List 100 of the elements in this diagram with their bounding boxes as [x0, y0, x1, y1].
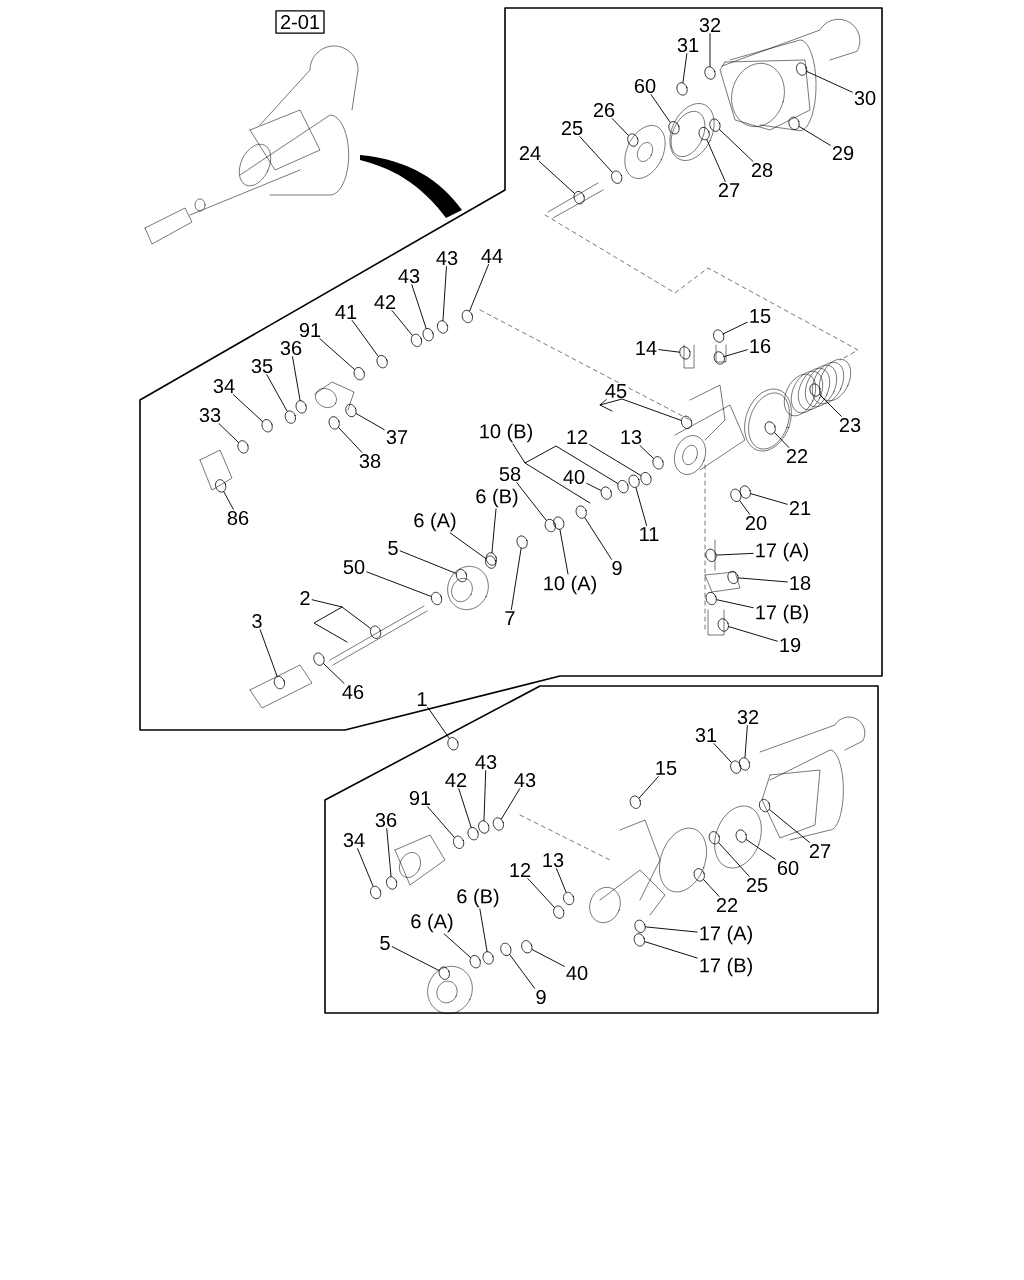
leader-line — [516, 482, 547, 521]
callout-number: 29 — [832, 145, 854, 161]
leader-line — [500, 788, 521, 820]
leader-line — [556, 868, 567, 893]
leader-line — [716, 599, 754, 609]
leader-line — [266, 374, 288, 412]
ring-part — [376, 355, 388, 369]
leader-line — [706, 139, 726, 182]
ring-part — [693, 868, 705, 882]
leader-line — [638, 776, 659, 799]
leader-line — [338, 427, 363, 453]
ring-part — [447, 737, 459, 751]
leader-line — [713, 743, 732, 763]
callout-number: 6 (A) — [414, 512, 456, 532]
leader-line — [611, 118, 629, 136]
callout-number: 21 — [789, 501, 811, 515]
callout-number: 19 — [780, 637, 801, 653]
callout-number: 17 (A) — [700, 925, 752, 945]
leader-line — [491, 508, 497, 554]
ring-part — [713, 329, 725, 343]
ring-part — [284, 410, 296, 424]
ring-part — [617, 480, 629, 494]
leader-line — [584, 517, 612, 560]
callout-number: 42 — [374, 295, 396, 309]
ring-part — [469, 955, 481, 969]
ring-part — [563, 891, 575, 906]
ring-part — [759, 799, 771, 813]
leader-line — [391, 946, 440, 971]
callout-number: 14 — [636, 341, 657, 355]
callout-number: 23 — [839, 417, 861, 433]
leader-line — [798, 126, 831, 146]
ring-part — [809, 383, 821, 397]
callout-number: 30 — [854, 90, 876, 106]
ring-part — [500, 942, 512, 956]
leader-line — [579, 136, 613, 173]
ring-part — [652, 456, 664, 470]
callout-number: 17 (B) — [700, 957, 752, 977]
ring-part — [467, 827, 479, 841]
callout-number: 34 — [343, 832, 365, 848]
callout-number: 35 — [251, 358, 273, 374]
leader-line — [311, 599, 372, 643]
ring-part — [708, 831, 720, 845]
callout-number: 25 — [746, 877, 768, 893]
ring-part — [261, 419, 273, 433]
ring-part — [628, 474, 640, 488]
ring-part — [704, 66, 716, 80]
leader-line — [427, 707, 450, 739]
callout-number: 43 — [514, 772, 536, 788]
callout-number: 42 — [445, 773, 467, 787]
ring-part — [422, 328, 434, 342]
callout-number: 6 (A) — [411, 913, 453, 933]
leader-line — [739, 500, 751, 515]
ring-part — [370, 625, 382, 639]
ring-part — [410, 333, 422, 347]
callout-number: 45 — [605, 384, 627, 398]
leader-line — [218, 423, 239, 443]
callout-number: 86 — [227, 510, 249, 526]
ring-part — [676, 82, 688, 96]
leader-line — [510, 547, 522, 610]
ring-part — [730, 488, 742, 502]
ring-part — [215, 479, 227, 493]
leader-line — [479, 908, 488, 952]
ring-part — [345, 403, 357, 418]
callout-number: 9 — [536, 989, 546, 1005]
leader-line — [366, 571, 432, 597]
leader-line — [635, 487, 648, 526]
callout-number: 13 — [543, 852, 564, 868]
ring-part — [681, 415, 693, 429]
ring-part — [370, 885, 382, 900]
ring-part — [461, 309, 473, 324]
ring-part — [386, 876, 398, 890]
leader-line — [259, 629, 278, 677]
callout-number: 27 — [718, 183, 740, 197]
leader-line — [427, 806, 455, 838]
ring-part — [273, 676, 285, 690]
callout-number: 15 — [656, 761, 677, 775]
leader-line — [806, 71, 853, 93]
leader-line — [718, 842, 750, 877]
leader-line — [391, 310, 413, 336]
callout-number: 16 — [750, 338, 771, 354]
leader-line — [728, 626, 778, 642]
callout-number: 43 — [398, 268, 420, 284]
ring-part — [575, 505, 587, 519]
leader-line — [386, 828, 392, 877]
ring-part — [482, 951, 494, 965]
ring-part — [788, 116, 800, 130]
leader-line — [745, 839, 776, 860]
callout-number: 32 — [699, 17, 721, 33]
callout-number: 91 — [299, 322, 321, 338]
callout-number: 12 — [510, 863, 531, 877]
leader-line — [819, 394, 842, 417]
ring-part — [717, 618, 729, 632]
ring-part — [313, 652, 325, 666]
leader-line — [645, 926, 698, 933]
leader-line — [355, 413, 385, 431]
ring-part — [492, 817, 504, 831]
leader-line — [644, 941, 698, 959]
leader-line — [639, 445, 654, 459]
leader-line — [323, 663, 345, 684]
callout-number: 41 — [335, 305, 357, 319]
